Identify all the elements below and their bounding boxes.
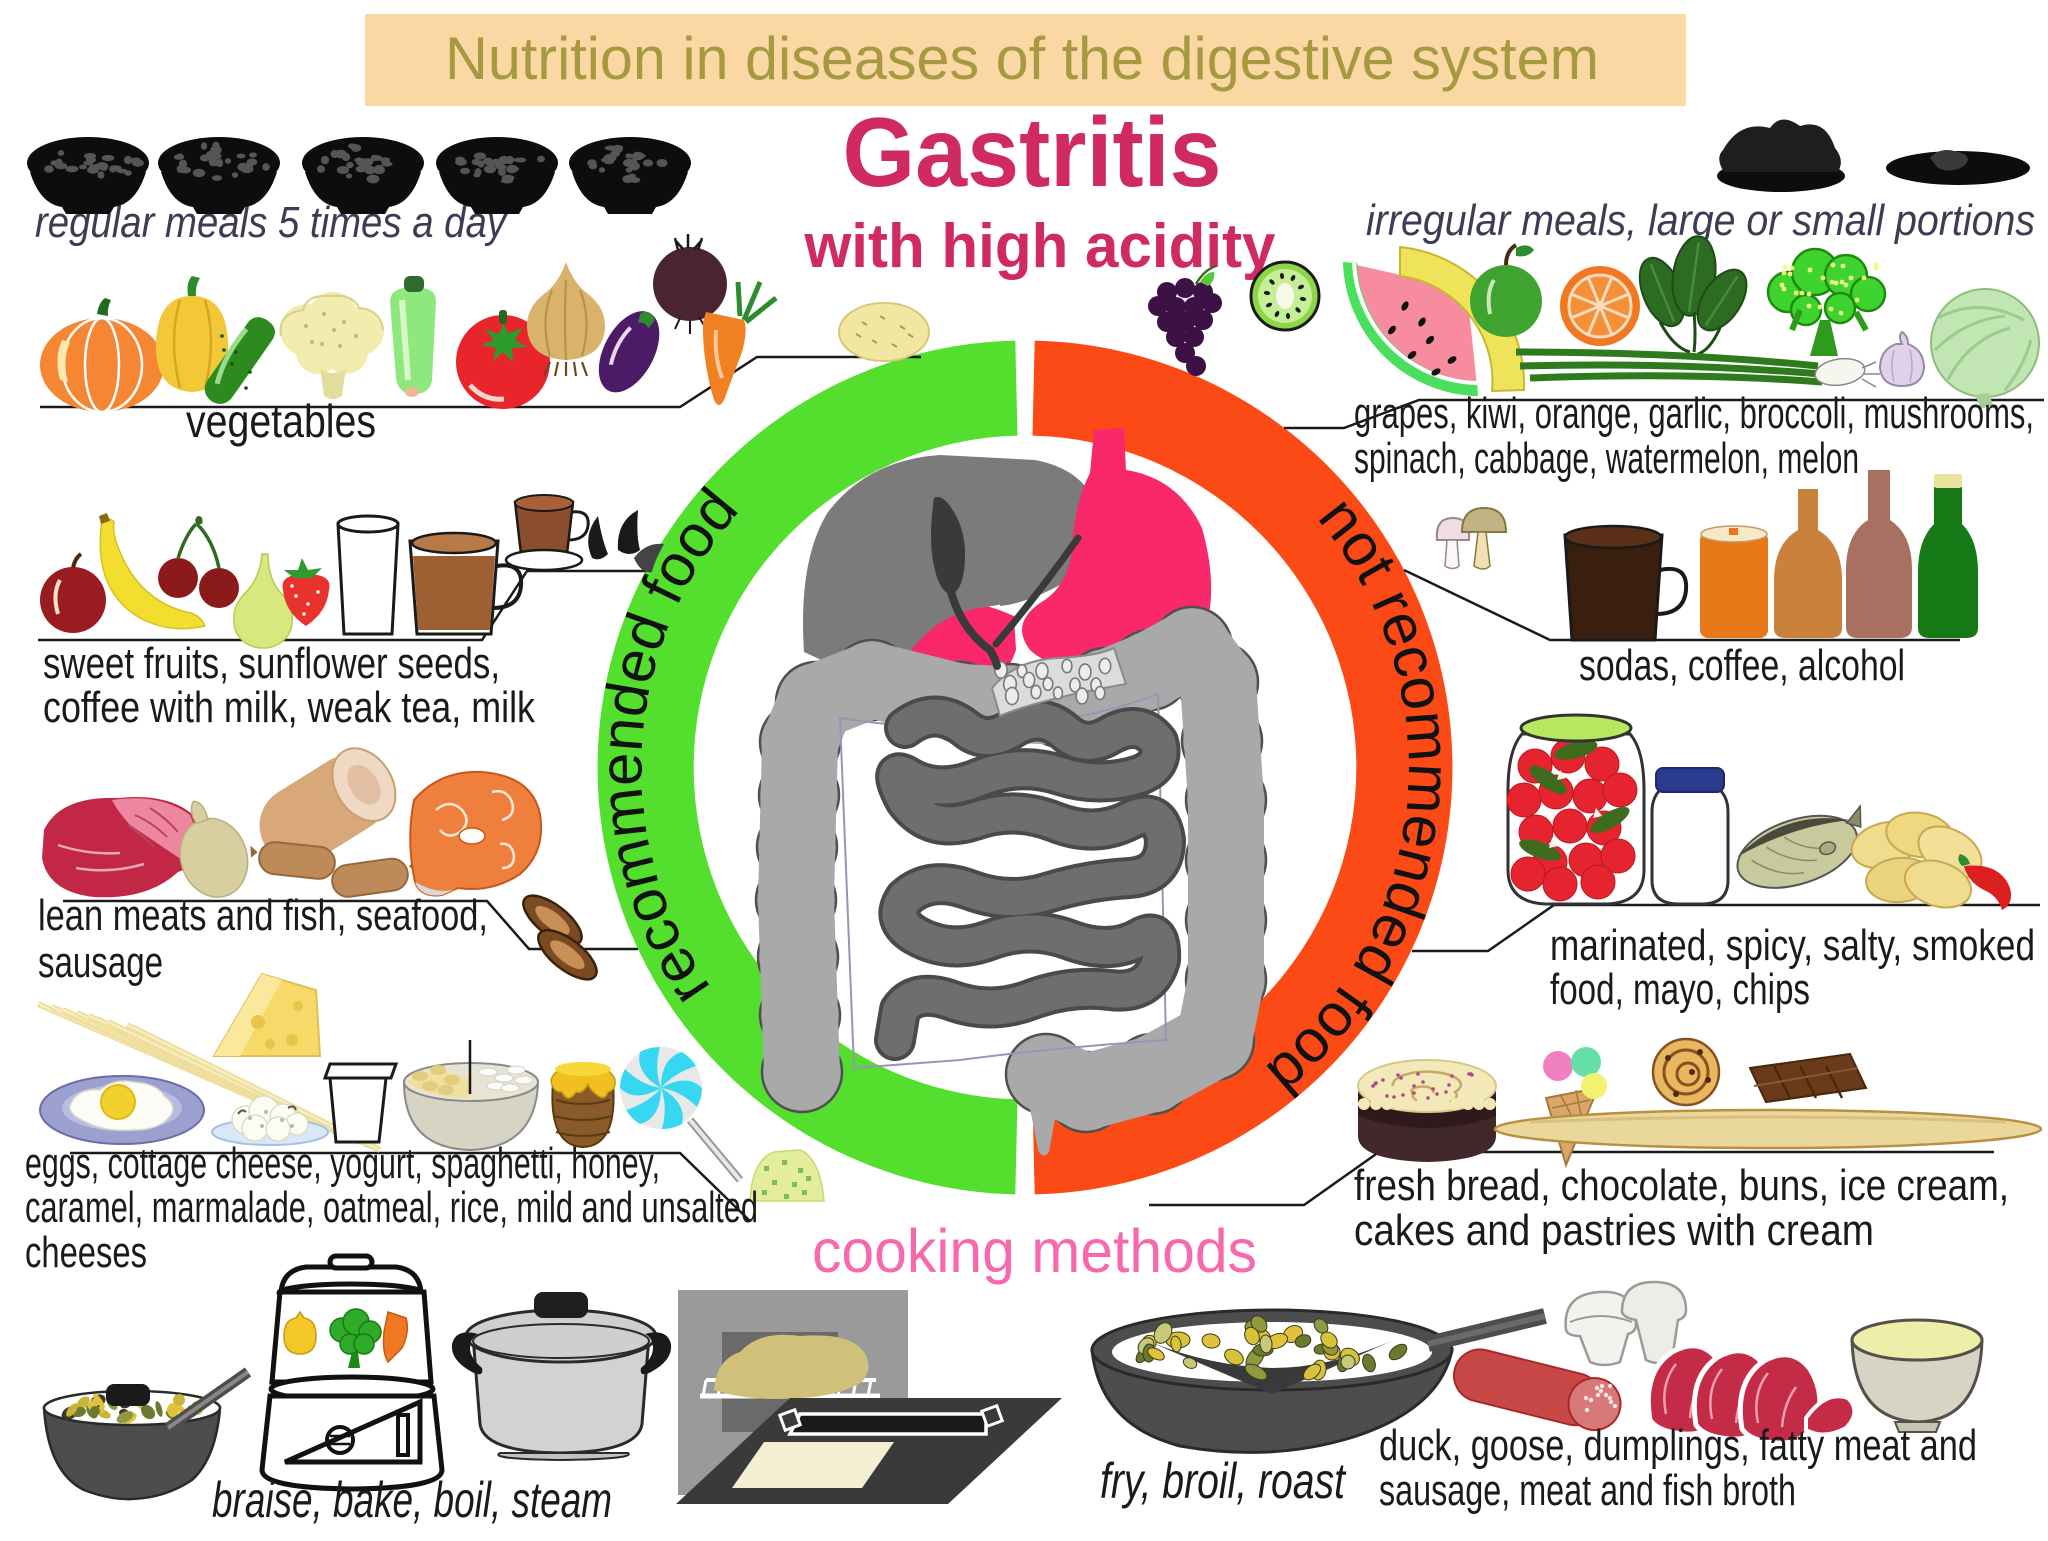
- svg-text:cooking methods: cooking methods: [812, 1217, 1257, 1285]
- svg-text:n: n: [588, 715, 658, 754]
- svg-text:fry, broil, roast: fry, broil, roast: [1100, 1453, 1347, 1509]
- svg-text:vegetables: vegetables: [186, 395, 376, 447]
- svg-text:sweet fruits, sunflower seeds,: sweet fruits, sunflower seeds,: [43, 639, 500, 688]
- svg-text:caramel, marmalade, oatmeal, r: caramel, marmalade, oatmeal, rice, mild …: [25, 1183, 758, 1232]
- svg-text:food, mayo, chips: food, mayo, chips: [1550, 965, 1810, 1014]
- svg-text:e: e: [587, 752, 654, 786]
- svg-text:spinach, cabbage, watermelon,: spinach, cabbage, watermelon, melon: [1354, 434, 1859, 483]
- svg-text:sodas, coffee, alcohol: sodas, coffee, alcohol: [1579, 641, 1905, 690]
- svg-text:cheeses: cheeses: [25, 1228, 147, 1277]
- svg-text:cakes and pastries with cream: cakes and pastries with cream: [1354, 1206, 1874, 1255]
- svg-text:m: m: [1392, 708, 1463, 763]
- svg-text:sausage, meat and fish broth: sausage, meat and fish broth: [1379, 1466, 1796, 1515]
- svg-text:grapes, kiwi, orange, garlic,: grapes, kiwi, orange, garlic, broccoli, …: [1354, 389, 2034, 438]
- svg-text:lean meats and fish, seafood,: lean meats and fish, seafood,: [38, 891, 488, 940]
- svg-text:m: m: [1394, 762, 1464, 815]
- svg-text:eggs, cottage cheese, yogurt,: eggs, cottage cheese, yogurt, spaghetti,…: [25, 1139, 660, 1188]
- svg-text:Gastritis: Gastritis: [843, 97, 1222, 207]
- svg-text:braise, bake, boil, steam: braise, bake, boil, steam: [212, 1472, 612, 1528]
- svg-text:m: m: [587, 784, 659, 841]
- svg-text:sausage: sausage: [38, 938, 163, 987]
- svg-text:marinated, spicy, salty, smoke: marinated, spicy, salty, smoked: [1550, 921, 2035, 970]
- svg-text:Nutrition in diseases of the d: Nutrition in diseases of the digestive s…: [445, 25, 1599, 92]
- svg-text:fresh bread, chocolate, buns,: fresh bread, chocolate, buns, ice cream,: [1354, 1161, 2009, 1210]
- svg-text:with high acidity: with high acidity: [804, 212, 1276, 281]
- svg-text:duck, goose, dumplings, fatty: duck, goose, dumplings, fatty meat and: [1379, 1421, 1977, 1470]
- svg-text:coffee with milk, weak tea, mi: coffee with milk, weak tea, milk: [43, 683, 536, 732]
